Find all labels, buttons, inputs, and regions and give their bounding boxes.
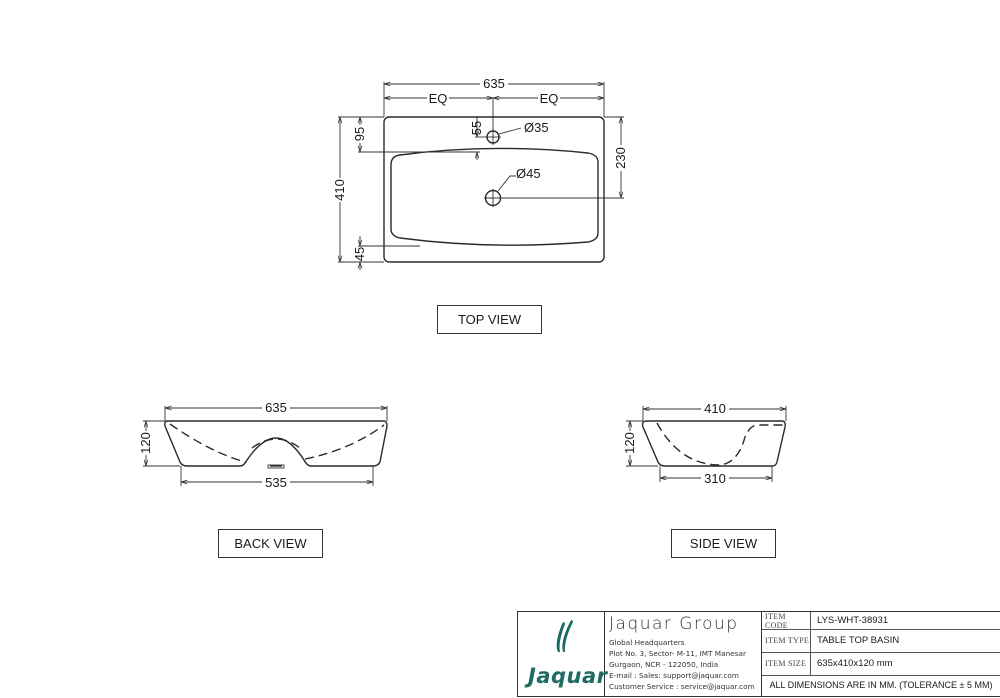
company-logo: Jaquar <box>518 612 608 696</box>
top-view-dimensions: 635 EQ EQ Ø35 Ø45 410 95 45 55 230 <box>332 76 628 261</box>
item-type-key: ITEM TYPE <box>762 629 811 652</box>
address-line: Plot No. 3, Sector- M-11, IMT Manesar <box>609 649 746 658</box>
svg-text:635: 635 <box>483 76 505 91</box>
back-view-label-text: BACK VIEW <box>234 536 307 551</box>
item-code-value: LYS-WHT-38931 <box>817 615 889 626</box>
svg-text:EQ: EQ <box>429 91 448 106</box>
item-size-value: 635x410x120 mm <box>817 658 893 669</box>
address-line: Gurgaon, NCR - 122050, India <box>609 660 719 669</box>
back-view-dimensions: 635 535 120 <box>138 400 290 490</box>
svg-text:120: 120 <box>138 432 153 454</box>
email-line: E-mail : Sales: support@jaquar.com <box>609 671 739 680</box>
top-view-drawing <box>338 82 624 270</box>
svg-text:310: 310 <box>704 471 726 486</box>
logo-text: Jaquar <box>528 664 608 688</box>
svg-text:635: 635 <box>265 400 287 415</box>
svg-text:95: 95 <box>352 127 367 141</box>
item-code-row: ITEM CODE LYS-WHT-38931 <box>762 612 1000 630</box>
company-name: Jaquar Group <box>609 614 739 634</box>
svg-text:410: 410 <box>332 179 347 201</box>
side-view-dimensions: 410 310 120 <box>622 401 729 486</box>
side-view-outline <box>641 420 786 467</box>
bowl-outline <box>390 147 599 246</box>
address-line: Global Headquarters <box>609 638 685 647</box>
item-type-row: ITEM TYPE TABLE TOP BASIN <box>762 629 1000 653</box>
svg-text:Ø45: Ø45 <box>516 166 541 181</box>
svg-text:Ø35: Ø35 <box>524 120 549 135</box>
tolerance-note: ALL DIMENSIONS ARE IN MM. (TOLERANCE ± 5… <box>769 679 993 690</box>
svg-text:230: 230 <box>613 147 628 169</box>
item-size-key: ITEM SIZE <box>762 652 811 675</box>
top-view-label-text: TOP VIEW <box>457 312 522 327</box>
back-view-drawing <box>143 406 388 486</box>
item-size-row: ITEM SIZE 635x410x120 mm <box>762 652 1000 676</box>
side-view-label-text: SIDE VIEW <box>689 536 758 551</box>
svg-text:535: 535 <box>265 475 287 490</box>
svg-text:55: 55 <box>469 121 484 135</box>
title-block: Jaquar Jaquar Group Global Headquarters … <box>517 611 1000 697</box>
jaquar-swoosh-icon <box>556 620 573 652</box>
svg-text:45: 45 <box>352 247 367 261</box>
service-line: Customer Service : service@jaquar.com <box>609 682 755 691</box>
company-address: Jaquar Group Global Headquarters Plot No… <box>605 612 762 696</box>
item-code-key: ITEM CODE <box>762 612 811 630</box>
svg-text:120: 120 <box>622 432 637 454</box>
item-info-grid: ITEM CODE LYS-WHT-38931 ITEM TYPE TABLE … <box>762 612 1000 696</box>
back-view-outline <box>164 420 388 467</box>
side-view-label: SIDE VIEW <box>671 529 776 558</box>
back-view-label: BACK VIEW <box>218 529 323 558</box>
basin-outline <box>383 116 605 263</box>
top-view-label: TOP VIEW <box>437 305 542 334</box>
svg-text:410: 410 <box>704 401 726 416</box>
item-type-value: TABLE TOP BASIN <box>817 635 900 646</box>
svg-text:EQ: EQ <box>540 91 559 106</box>
